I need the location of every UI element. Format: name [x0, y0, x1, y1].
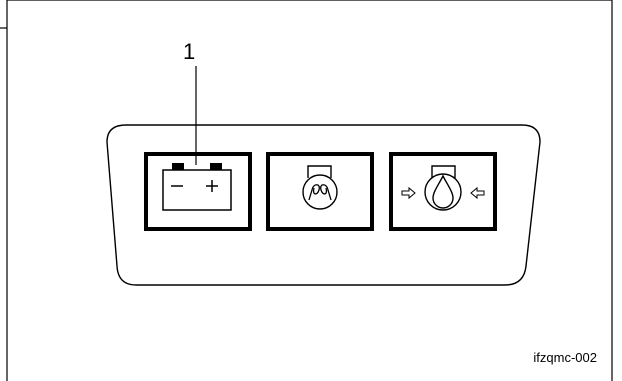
glow-plug-icon [302, 165, 338, 210]
callout-number: 1 [183, 39, 196, 64]
battery-icon [162, 163, 232, 211]
battery-indicator [144, 152, 252, 231]
glow-plug-indicator [266, 152, 374, 231]
glow-plug-indicator-frame [266, 152, 374, 231]
oil-pressure-icon [401, 165, 485, 211]
oil-pressure-indicator-frame [389, 152, 497, 231]
battery-indicator-frame [144, 152, 252, 231]
figure-code: ifzqmc-002 [533, 350, 597, 365]
oil-pressure-indicator [389, 152, 497, 231]
instrument-panel [106, 124, 541, 286]
